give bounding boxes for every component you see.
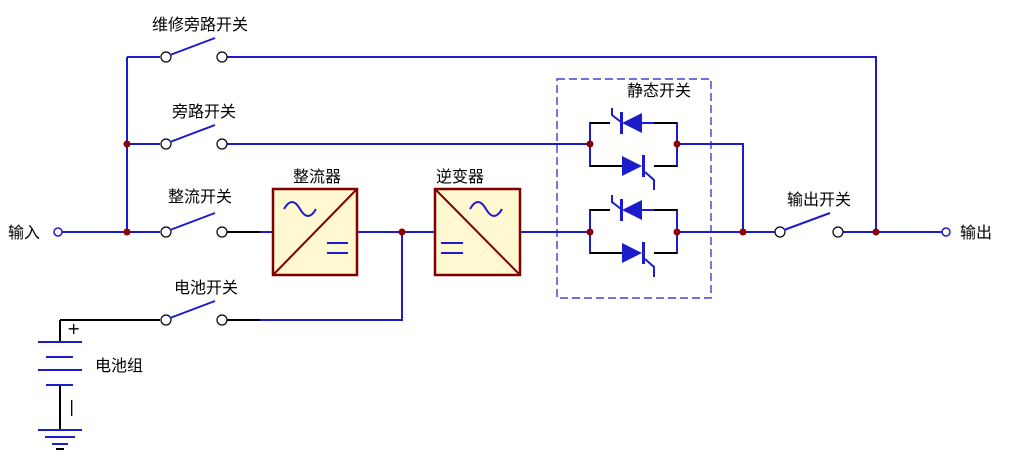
battery-plus: +: [67, 319, 80, 338]
output-switch-label: 输出开关: [787, 190, 851, 209]
dc-icon: [327, 242, 348, 254]
input-terminal: [53, 227, 63, 237]
junction-dots: [123, 140, 880, 236]
scr-pair-bypass: [588, 108, 678, 190]
battery-bank: + | 电池组: [38, 319, 143, 450]
thyristor-icon: [622, 200, 642, 220]
ac-wave-icon: [283, 201, 317, 217]
scr-pair-inverter: [589, 195, 678, 277]
rectifier: 整流器: [271, 167, 359, 277]
rectifier-label: 整流器: [293, 167, 341, 186]
maintenance-bypass-switch: 维修旁路开关: [152, 15, 248, 63]
thyristor-icon: [622, 156, 642, 176]
output-terminal: [941, 227, 951, 237]
battery-switch-label: 电池开关: [174, 278, 238, 297]
inverter: 逆变器: [433, 167, 522, 277]
thyristor-icon: [622, 243, 642, 263]
input-label: 输入: [8, 223, 40, 242]
inverter-label: 逆变器: [436, 167, 484, 186]
bypass-switch-label: 旁路开关: [172, 102, 236, 121]
battery-minus: |: [69, 397, 74, 416]
rectifier-switch-label: 整流开关: [168, 187, 232, 206]
output-switch: 输出开关: [774, 190, 851, 238]
battery-bank-label: 电池组: [95, 356, 143, 375]
thyristor-icon: [622, 113, 642, 133]
output-label: 输出: [960, 223, 992, 242]
maintenance-bypass-switch-label: 维修旁路开关: [152, 15, 248, 34]
ac-wave-icon: [469, 201, 503, 217]
wires: [59, 56, 943, 430]
static-switch-label: 静态开关: [627, 81, 691, 100]
static-switch: 静态开关: [556, 78, 712, 299]
battery-switch: 电池开关: [160, 278, 238, 326]
dc-icon: [441, 242, 463, 254]
rectifier-switch: 整流开关: [160, 187, 232, 238]
bypass-switch: 旁路开关: [160, 102, 236, 150]
